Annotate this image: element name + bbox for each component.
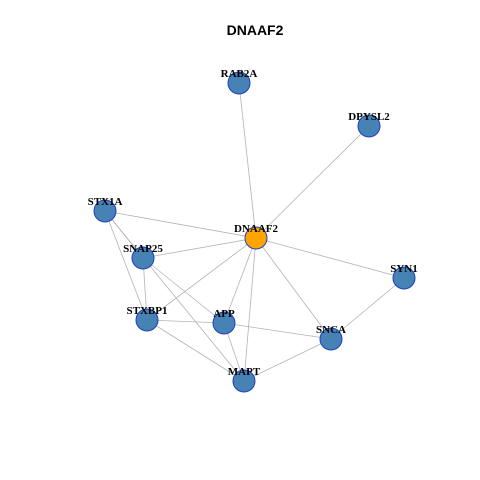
edge-snca-mapt xyxy=(243,338,332,382)
node-circle-rab2a xyxy=(227,71,251,95)
node-label-mapt: MAPT xyxy=(228,366,261,378)
node-rab2a: RAB2A xyxy=(221,68,258,95)
edge-dnaaf2-stxbp1 xyxy=(146,237,257,321)
node-circle-dnaaf2 xyxy=(244,226,268,250)
node-circle-mapt xyxy=(232,369,256,393)
node-label-dpysl2: DPYSL2 xyxy=(348,111,390,123)
edge-dnaaf2-rab2a xyxy=(238,82,257,239)
edge-snap25-app xyxy=(142,257,225,324)
node-snap25: SNAP25 xyxy=(123,243,163,270)
node-label-snca: SNCA xyxy=(316,324,346,336)
edge-dnaaf2-app xyxy=(223,237,257,324)
edge-dnaaf2-dpysl2 xyxy=(255,125,370,239)
node-snca: SNCA xyxy=(316,324,346,351)
edge-app-snca xyxy=(223,322,332,340)
node-label-stxbp1: STXBP1 xyxy=(127,305,168,317)
node-stx1a: STX1A xyxy=(88,196,123,223)
node-circle-snap25 xyxy=(131,246,155,270)
node-label-rab2a: RAB2A xyxy=(221,68,258,80)
node-circle-app xyxy=(212,311,236,335)
edge-stxbp1-mapt xyxy=(146,319,245,382)
node-circle-stxbp1 xyxy=(135,308,159,332)
edge-stx1a-stxbp1 xyxy=(104,210,148,321)
diagram-title: DNAAF2 xyxy=(227,22,284,38)
edge-dnaaf2-mapt xyxy=(243,237,257,382)
edge-dnaaf2-snap25 xyxy=(142,237,257,259)
node-circle-snca xyxy=(319,327,343,351)
edge-dnaaf2-stx1a xyxy=(104,210,257,239)
node-circle-syn1 xyxy=(392,266,416,290)
edge-dnaaf2-syn1 xyxy=(255,237,405,279)
node-label-dnaaf2: DNAAF2 xyxy=(234,223,278,235)
node-label-snap25: SNAP25 xyxy=(123,243,163,255)
edge-dnaaf2-snca xyxy=(255,237,332,340)
edge-stx1a-mapt xyxy=(104,210,245,382)
edge-layer xyxy=(104,82,405,382)
node-label-stx1a: STX1A xyxy=(88,196,123,208)
node-circle-stx1a xyxy=(93,199,117,223)
node-stxbp1: STXBP1 xyxy=(127,305,168,332)
node-mapt: MAPT xyxy=(228,366,261,393)
edge-stxbp1-app xyxy=(146,319,225,324)
node-syn1: SYN1 xyxy=(390,263,418,290)
node-circle-dpysl2 xyxy=(357,114,381,138)
node-label-app: APP xyxy=(213,308,235,320)
node-app: APP xyxy=(212,308,236,335)
edge-syn1-snca xyxy=(330,277,405,340)
node-dnaaf2: DNAAF2 xyxy=(234,223,278,250)
node-dpysl2: DPYSL2 xyxy=(348,111,390,138)
node-label-syn1: SYN1 xyxy=(390,263,418,275)
